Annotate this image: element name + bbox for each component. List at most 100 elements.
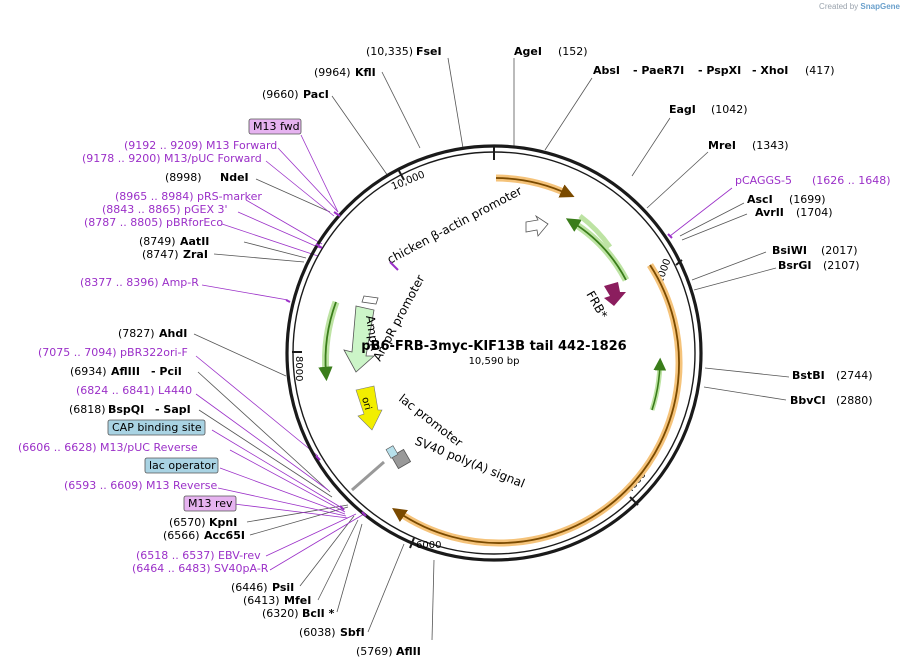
cap-binding-site-label: CAP binding site bbox=[112, 421, 202, 434]
pbrforeco-label: (8787 .. 8805) pBRforEco bbox=[84, 216, 223, 229]
mrei-name: MreI bbox=[708, 139, 736, 152]
bbvci-name: BbvCI bbox=[790, 394, 826, 407]
fsei-name: FseI bbox=[416, 45, 442, 58]
psii-pos: (6446) bbox=[231, 581, 268, 594]
chicken-actin-promoter-arrow bbox=[525, 214, 549, 237]
sbfi-name: SbfI bbox=[340, 626, 365, 639]
amp-r-label: (8377 .. 8396) Amp-R bbox=[80, 276, 199, 289]
acc65i-name: Acc65I bbox=[204, 529, 245, 542]
absi-name: AbsI bbox=[593, 64, 620, 77]
feature-green-3 bbox=[649, 363, 663, 411]
ahdi-name: AhdI bbox=[159, 327, 187, 340]
pcii-name: - PciI bbox=[151, 365, 182, 378]
bsiwi-name: BsiWI bbox=[772, 244, 807, 257]
tick-label-6000: 6000 bbox=[416, 540, 441, 551]
ahdi-pos: (7827) bbox=[118, 327, 155, 340]
pcaggs-label: pCAGGS-5 bbox=[735, 174, 792, 187]
zrai-pos: (8747) bbox=[142, 248, 179, 261]
snapgene-credit: Created by SnapGene bbox=[819, 2, 900, 11]
avrii-pos: (1704) bbox=[796, 206, 833, 219]
feature-ampr-outer-line bbox=[318, 301, 337, 382]
feature-green-3-line bbox=[651, 357, 667, 411]
primer-ticks bbox=[285, 211, 673, 517]
pspxi-name: - PspXI bbox=[698, 64, 741, 77]
kfli-name: KflI bbox=[355, 66, 376, 79]
zrai-name: ZraI bbox=[183, 248, 208, 261]
bstbi-pos: (2744) bbox=[836, 369, 873, 382]
paer7i-name: - PaeR7I bbox=[633, 64, 684, 77]
m13-rev-label: M13 rev bbox=[188, 497, 233, 510]
bcli-pos: (6320) bbox=[262, 607, 299, 620]
chicken-actin-promoter-label: chicken β-actin promoter bbox=[385, 184, 525, 267]
psii-name: PsiI bbox=[272, 581, 294, 594]
primer-lines bbox=[195, 134, 733, 571]
credit-prefix: Created by bbox=[819, 2, 859, 11]
eagi-pos: (1042) bbox=[711, 103, 748, 116]
aatii-name: AatII bbox=[180, 235, 209, 248]
ampr-arrow bbox=[343, 305, 376, 373]
aflii-name: AflII bbox=[396, 645, 421, 658]
aatii-pos: (8749) bbox=[139, 235, 176, 248]
m13-reverse-label: (6593 .. 6609) M13 Reverse bbox=[64, 479, 217, 492]
pbr322ori-label: (7075 .. 7094) pBR322ori-F bbox=[38, 346, 188, 359]
ndei-pos: (8998) bbox=[165, 171, 202, 184]
prs-marker-label: (8965 .. 8984) pRS-marker bbox=[115, 190, 262, 203]
snapgene-brand: SnapGene bbox=[860, 2, 900, 11]
m13puc-reverse-label: (6606 .. 6628) M13/pUC Reverse bbox=[18, 441, 198, 454]
m13-fwd-box bbox=[248, 118, 302, 135]
plasmid-name: pB6-FRB-3myc-KIF13B tail 442-1826 bbox=[361, 339, 626, 354]
mfei-name: MfeI bbox=[284, 594, 311, 607]
kpni-name: KpnI bbox=[209, 516, 237, 529]
bcli-name: BclI * bbox=[302, 607, 335, 620]
lac-operator-box bbox=[144, 457, 219, 474]
bspqi-pos: (6818) bbox=[69, 403, 106, 416]
tick-label-8000: 8000 bbox=[293, 356, 304, 381]
leader-lines bbox=[193, 57, 790, 641]
pgex3-label: (8843 .. 8865) pGEX 3' bbox=[102, 203, 228, 216]
m13puc-forward-label: (9178 .. 9200) M13/pUC Forward bbox=[82, 152, 262, 165]
xhoi-pos: (417) bbox=[805, 64, 835, 77]
afliii-pos: (6934) bbox=[70, 365, 107, 378]
sv40-label: SV40 poly(A) signal bbox=[413, 434, 527, 491]
ori-label: ori bbox=[359, 396, 373, 411]
ticks bbox=[292, 146, 683, 549]
feature-green-1-line bbox=[565, 218, 627, 281]
ndei-name: NdeI bbox=[220, 171, 249, 184]
bstbi-name: BstBI bbox=[792, 369, 825, 382]
lac-promoter-box bbox=[385, 445, 399, 459]
sapi-name: - SapI bbox=[155, 403, 191, 416]
fsei-pos: (10,335) bbox=[366, 45, 413, 58]
sv40pa-r-label: (6464 .. 6483) SV40pA-R bbox=[132, 562, 269, 575]
lac-operator-label: lac operator bbox=[149, 459, 216, 472]
kfli-pos: (9964) bbox=[314, 66, 351, 79]
agei-name: AgeI bbox=[514, 45, 542, 58]
frb-label: FRB* bbox=[583, 289, 610, 322]
sbfi-pos: (6038) bbox=[299, 626, 336, 639]
ebv-rev-label: (6518 .. 6537) EBV-rev bbox=[136, 549, 261, 562]
l4440-label: (6824 .. 6841) L4440 bbox=[76, 384, 192, 397]
bspqi-name: BspQI bbox=[108, 403, 144, 416]
bsiwi-pos: (2017) bbox=[821, 244, 858, 257]
frb-arrow bbox=[604, 282, 626, 306]
pcaggs-pos: (1626 .. 1648) bbox=[812, 174, 891, 187]
bsrgi-pos: (2107) bbox=[823, 259, 860, 272]
acc65i-pos: (6566) bbox=[163, 529, 200, 542]
mrei-pos: (1343) bbox=[752, 139, 789, 152]
agei-pos: (152) bbox=[558, 45, 588, 58]
ampr-label: AmpR bbox=[363, 314, 382, 351]
cap-binding-site-box bbox=[107, 419, 206, 436]
feature-orange-top-line bbox=[495, 177, 575, 198]
plasmid-size: 10,590 bp bbox=[469, 356, 520, 367]
feature-orange-large-line bbox=[392, 264, 680, 544]
ampr-promoter-arrow bbox=[361, 295, 379, 305]
avrii-name: AvrII bbox=[755, 206, 784, 219]
m13-rev-box bbox=[183, 495, 237, 512]
paci-name: PacI bbox=[303, 88, 329, 101]
paci-pos: (9660) bbox=[262, 88, 299, 101]
m13-fwd-label: M13 fwd bbox=[253, 120, 300, 133]
lac-operator-bar bbox=[351, 460, 385, 492]
bsrgi-name: BsrGI bbox=[778, 259, 811, 272]
eagi-name: EagI bbox=[669, 103, 696, 116]
kpni-pos: (6570) bbox=[169, 516, 206, 529]
